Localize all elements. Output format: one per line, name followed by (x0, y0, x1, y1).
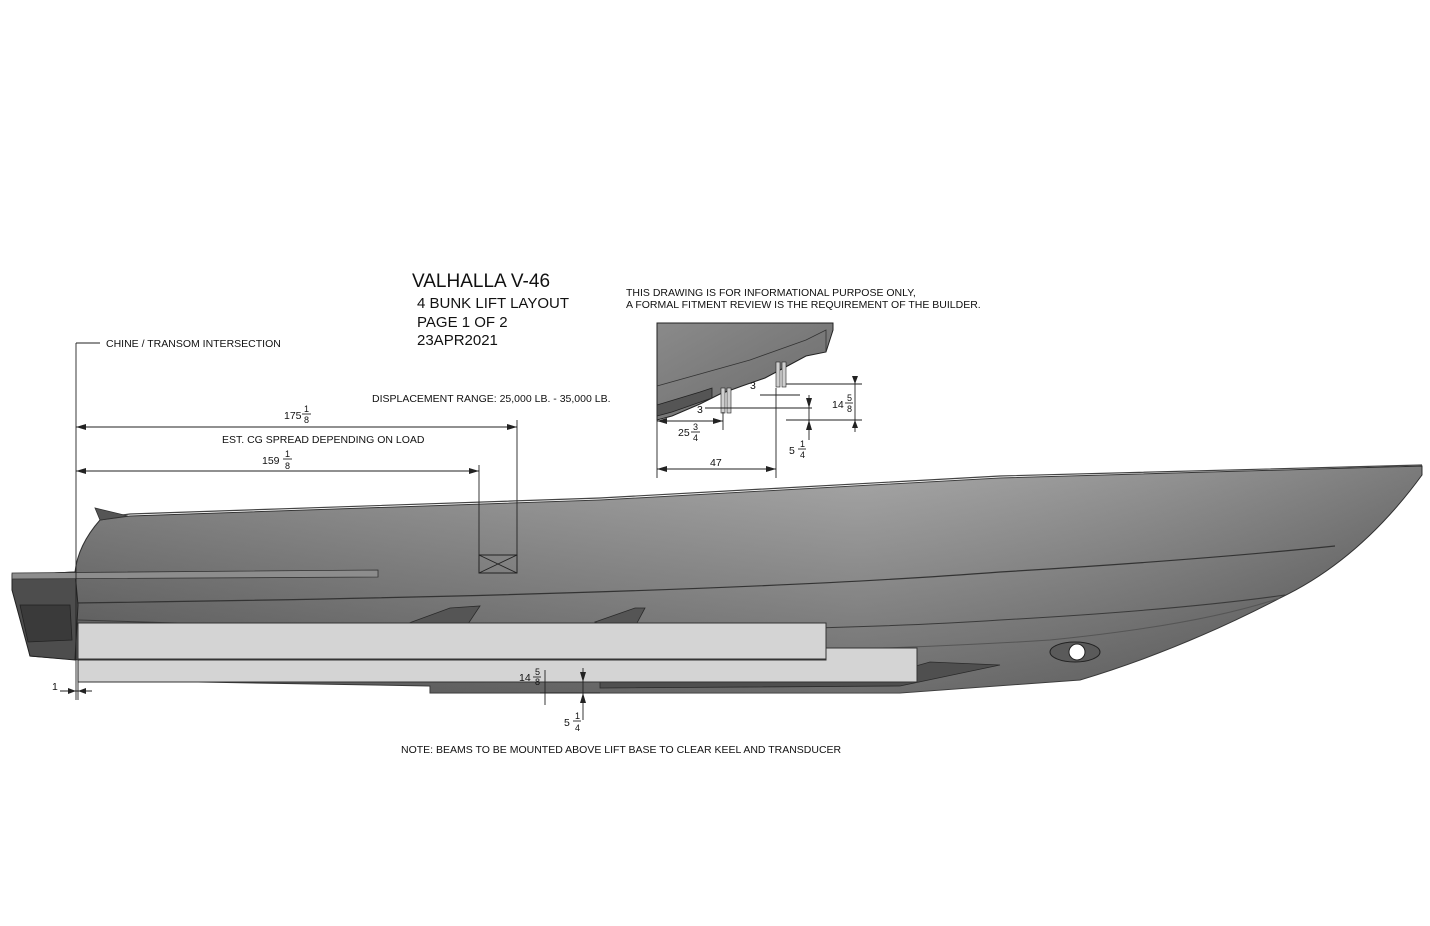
cg-spread-label: EST. CG SPREAD DEPENDING ON LOAD (222, 434, 425, 446)
rub-rail (11, 569, 379, 580)
chine-transom-label: CHINE / TRANSOM INTERSECTION (106, 338, 281, 350)
dim-14-main: 14 5 8 (519, 667, 541, 687)
bunk-upper (77, 622, 827, 660)
detail-dim-25-num: 3 (693, 422, 698, 432)
title-line-1: 4 BUNK LIFT LAYOUT (417, 295, 569, 312)
dim-5-main: 5 1 4 (564, 711, 581, 733)
detail-dim-47: 47 (710, 457, 722, 469)
detail-dim-25-whole: 25 (678, 427, 690, 439)
detail-dim-5: 5 1 4 (789, 439, 806, 460)
dim-159-den: 8 (285, 461, 290, 471)
dim-14-main-den: 8 (535, 677, 540, 687)
detail-dim-14-den: 8 (847, 404, 852, 414)
displacement-label: DISPLACEMENT RANGE: 25,000 LB. - 35,000 … (372, 393, 611, 405)
dim-175-num: 1 (304, 404, 309, 414)
lift-bunks (77, 622, 918, 683)
disclaimer: THIS DRAWING IS FOR INFORMATIONAL PURPOS… (626, 287, 981, 311)
detail-dim-5-whole: 5 (789, 445, 795, 457)
title-date: 23APR2021 (417, 332, 498, 349)
dim-175-whole: 175 (284, 410, 302, 422)
title-line-2: PAGE 1 OF 2 (417, 314, 508, 331)
dim-5-main-num: 1 (575, 711, 580, 721)
detail-dim-5-num: 1 (800, 439, 805, 449)
detail-dim-14: 14 5 8 (832, 393, 853, 414)
detail-dim-3a: 3 (750, 380, 756, 392)
dim-159-whole: 159 (262, 455, 280, 467)
detail-dim-5-den: 4 (800, 450, 805, 460)
dim-5-main-den: 4 (575, 723, 580, 733)
main-dimensions (60, 342, 600, 720)
detail-dim-25: 25 3 4 (678, 422, 700, 443)
dim-159-num: 1 (285, 449, 290, 459)
detail-dim-25-den: 4 (693, 433, 698, 443)
cg-marker (478, 420, 518, 574)
detail-dim-14-whole: 14 (832, 399, 844, 411)
detail-dim-3b: 3 (697, 404, 703, 416)
title-main: VALHALLA V-46 (412, 271, 550, 292)
beams-note: NOTE: BEAMS TO BE MOUNTED ABOVE LIFT BAS… (401, 744, 842, 756)
dim-1: 1 (52, 681, 58, 693)
disclaimer-line-2: A FORMAL FITMENT REVIEW IS THE REQUIREME… (626, 299, 981, 311)
chine-line-upper (74, 545, 1336, 604)
dim-159: 159 1 8 (262, 449, 292, 471)
title-block: VALHALLA V-46 4 BUNK LIFT LAYOUT PAGE 1 … (412, 271, 569, 349)
disclaimer-line-1: THIS DRAWING IS FOR INFORMATIONAL PURPOS… (626, 287, 916, 299)
dim-14-main-whole: 14 (519, 672, 531, 684)
dim-175: 175 1 8 (284, 404, 311, 425)
dim-5-main-whole: 5 (564, 717, 570, 729)
detail-dim-14-num: 5 (847, 393, 852, 403)
dim-175-den: 8 (304, 415, 309, 425)
section-detail (656, 322, 862, 478)
dim-14-main-num: 5 (535, 667, 540, 677)
